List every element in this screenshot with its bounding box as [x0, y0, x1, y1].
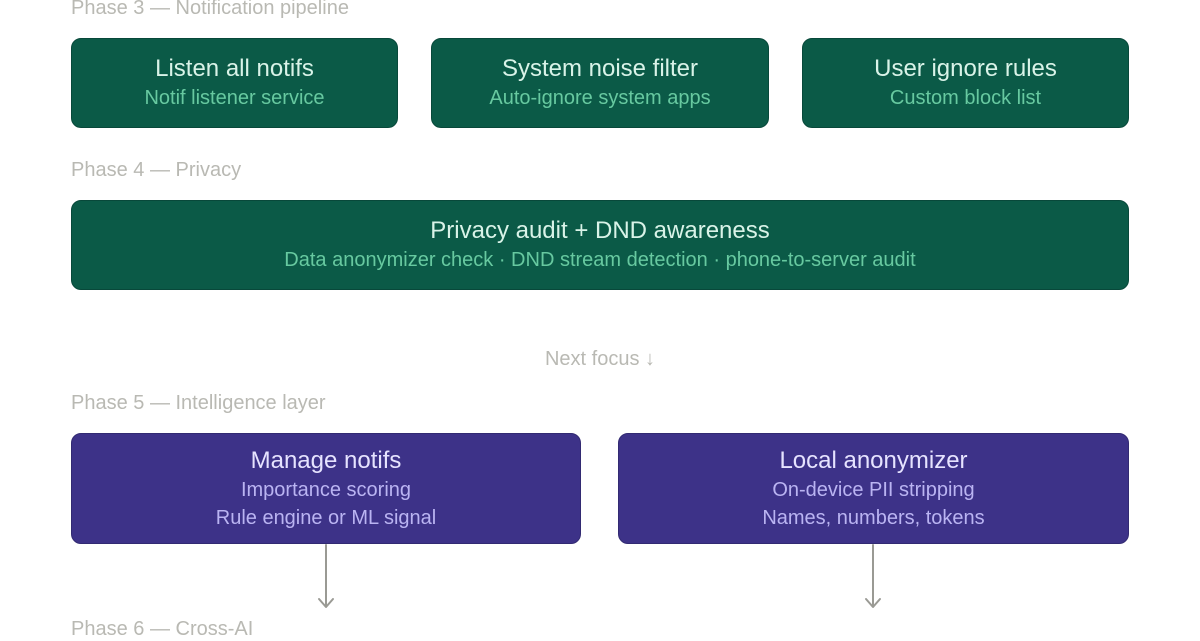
- box-title: Privacy audit + DND awareness: [430, 217, 770, 244]
- user-ignore-rules-box: User ignore rules Custom block list: [802, 38, 1129, 128]
- box-title: System noise filter: [501, 55, 699, 82]
- box-subtitle: Auto-ignore system apps: [489, 87, 711, 109]
- phase-3-label: Phase 3 — Notification pipeline: [71, 0, 349, 19]
- listen-all-notifs-box: Listen all notifs Notif listener service: [71, 38, 398, 128]
- next-focus-label: Next focus ↓: [544, 348, 656, 370]
- local-anonymizer-box: Local anonymizer On-device PII stripping…: [618, 433, 1129, 544]
- arrow-head-local-anonymizer: [865, 598, 881, 608]
- box-title: Manage notifs: [250, 446, 402, 474]
- box-title: User ignore rules: [874, 55, 1057, 82]
- box-line-1: On-device PII stripping: [772, 478, 975, 501]
- box-title: Local anonymizer: [779, 446, 968, 474]
- box-title: Listen all notifs: [155, 55, 314, 82]
- box-subtitle: Notif listener service: [144, 87, 325, 109]
- privacy-audit-box: Privacy audit + DND awareness Data anony…: [71, 200, 1129, 290]
- box-subtitle: Data anonymizer check · DND stream detec…: [284, 249, 916, 271]
- phase-4-label: Phase 4 — Privacy: [71, 159, 242, 181]
- system-noise-filter-box: System noise filter Auto-ignore system a…: [431, 38, 769, 128]
- box-subtitle: Custom block list: [889, 87, 1042, 109]
- phase-5-label: Phase 5 — Intelligence layer: [71, 392, 326, 414]
- phase-6-label: Phase 6 — Cross-AI: [71, 618, 254, 640]
- box-line-2: Rule engine or ML signal: [215, 506, 437, 529]
- manage-notifs-box: Manage notifs Importance scoring Rule en…: [71, 433, 581, 544]
- box-line-1: Importance scoring: [240, 478, 412, 501]
- arrow-head-manage-notifs: [318, 598, 334, 608]
- diagram-canvas: Phase 3 — Notification pipeline Listen a…: [71, 0, 1129, 640]
- box-line-2: Names, numbers, tokens: [762, 506, 985, 529]
